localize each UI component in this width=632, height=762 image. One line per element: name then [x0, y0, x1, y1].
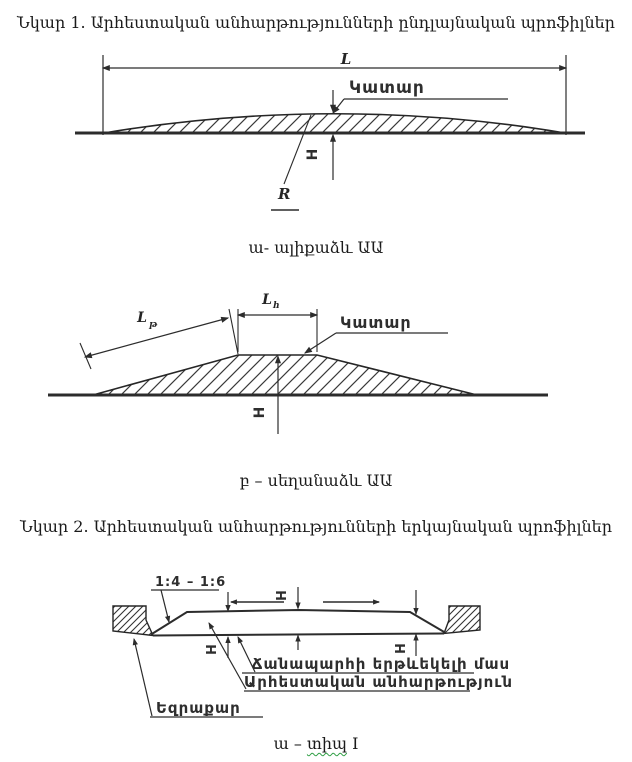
figure2a-caption: ա – տիպ I — [0, 734, 632, 754]
slope-extension-right — [228, 308, 239, 355]
curb-leader — [132, 637, 153, 717]
left-curb-block — [112, 605, 155, 637]
caption-spellchecked-word: տիպ — [306, 734, 348, 753]
crest-label: Կատար — [340, 313, 412, 332]
figure1b-caption: բ – սեղանաձև ԱԱ — [239, 471, 393, 490]
radius-leader-line — [283, 114, 312, 185]
cross-section-diagram: 1:4 – 1:6 H H H Ճանապարհի երթևեկելի մաս … — [112, 575, 513, 718]
length-dimension-label: L — [340, 52, 352, 68]
caption-suffix: I — [347, 734, 359, 753]
crest-leader-line — [332, 98, 345, 114]
bump-label: Արհեստական անհարթություն — [244, 673, 513, 691]
slope-length-label: L — [136, 310, 147, 326]
carriageway-label: Ճանապարհի երթևեկելի մաս — [252, 655, 510, 673]
slope-length-subscript: թ — [148, 320, 158, 330]
height-dimension-label: H — [305, 148, 321, 161]
figure1-title: Նկար 1. Արհեստական անհարթությունների ընդ… — [17, 13, 615, 32]
radius-label: R — [277, 185, 290, 203]
figure1a-caption: ա- ալիքաձև ԱԱ — [248, 238, 384, 257]
platform-length-label: L — [261, 292, 272, 308]
crest-label: Կատար — [349, 78, 425, 98]
left-height-label: H — [205, 643, 220, 655]
wave-hump-diagram: L Կատար H R — [75, 52, 585, 211]
height-dimension-label: H — [252, 406, 268, 419]
slope-extension-left — [79, 342, 92, 370]
hatched-trapezoid-bump — [92, 354, 478, 396]
platform-length-subscript: հ — [272, 301, 280, 311]
slope-ratio-label: 1:4 – 1:6 — [155, 575, 226, 590]
right-height-label: H — [394, 642, 409, 654]
caption-prefix: ա – — [273, 734, 307, 753]
figure2-title: Նկար 2. Արհեստական անհարթությունների երկ… — [19, 517, 612, 536]
center-height-label: H — [275, 589, 290, 601]
carriageway-leader — [237, 636, 256, 673]
road-surface-line — [152, 632, 445, 637]
hatched-wave-bump — [106, 112, 563, 134]
bump-leader — [208, 622, 247, 690]
bump-top-line — [150, 608, 446, 636]
slope-dimension-line — [83, 316, 230, 359]
curb-label: Եզրաքար — [156, 699, 241, 717]
slope-ratio-leader — [160, 589, 171, 624]
right-curb-block — [442, 605, 481, 635]
crest-leader-line — [303, 332, 337, 354]
trapezoid-hump-diagram: L հ L թ Կատար H — [48, 292, 548, 434]
